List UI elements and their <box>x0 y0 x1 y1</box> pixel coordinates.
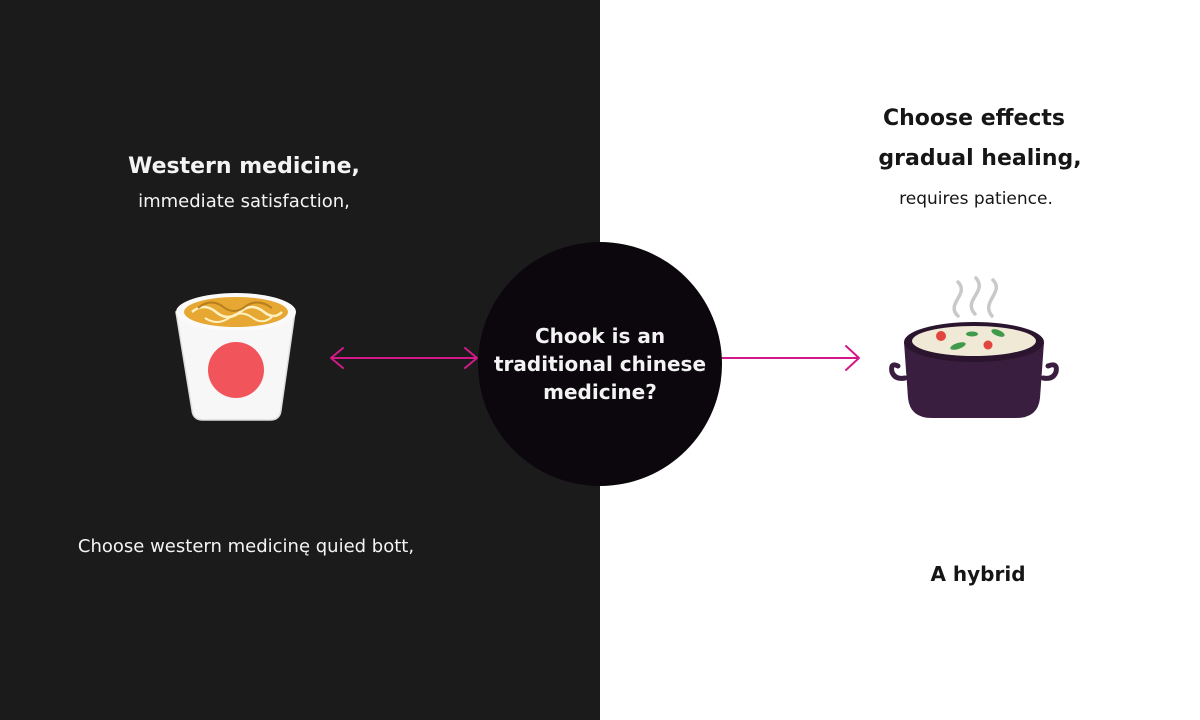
center-question: Chook is an traditional chinese medicine… <box>493 324 707 404</box>
right-footer: A hybrid <box>930 562 1026 586</box>
right-caption: requires patience. <box>899 189 1053 209</box>
right-heading: Choose effects <box>882 106 1066 131</box>
left-heading: Western medicine, <box>128 154 360 179</box>
left-footer: Choose western medicinę quied bott, <box>77 536 415 557</box>
right-subheading: gradual healing, <box>878 146 1082 171</box>
left-subheading: immediate satisfaction, <box>138 191 350 212</box>
center-question-circle: Chook is an traditional chinese medicine… <box>478 242 722 486</box>
